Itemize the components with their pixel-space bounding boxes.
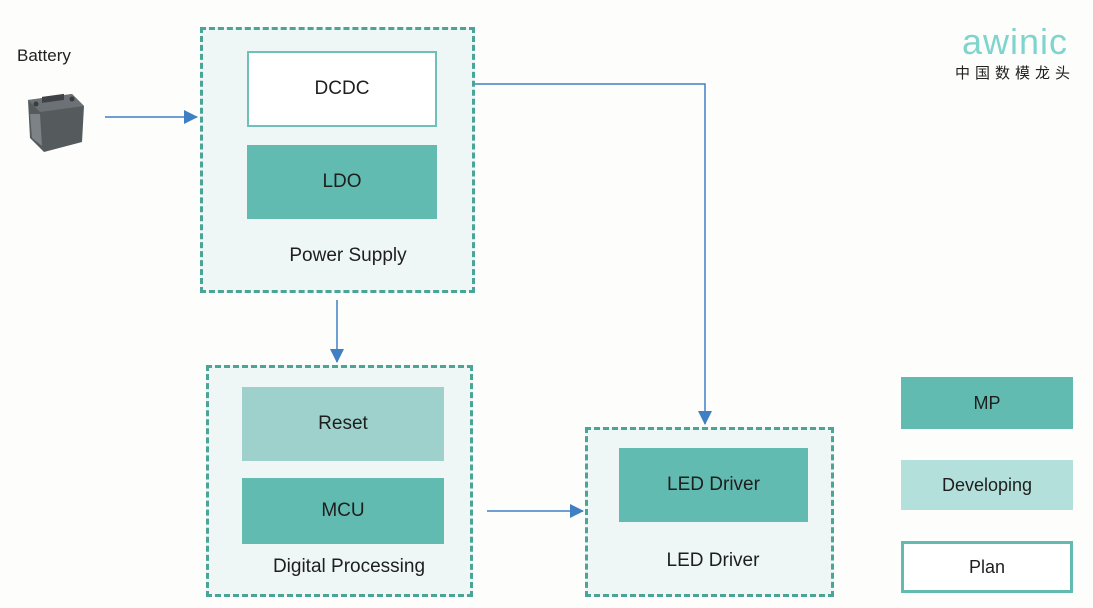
- logo-tagline: 中国数模龙头: [955, 65, 1076, 82]
- ldo-block[interactable]: LDO: [247, 145, 437, 219]
- legend-mp-label: MP: [973, 392, 1001, 413]
- reset-label: Reset: [318, 413, 368, 434]
- dcdc-label: DCDC: [314, 78, 370, 99]
- digital-processing-group: Reset MCU Digital Processing: [206, 365, 473, 597]
- power-supply-group: DCDC LDO Power Supply: [200, 27, 475, 293]
- legend-developing: Developing: [901, 460, 1073, 510]
- ldo-label: LDO: [322, 171, 362, 192]
- mcu-label: MCU: [321, 500, 365, 521]
- led-driver-group-label: LED Driver: [666, 550, 760, 571]
- legend-mp: MP: [901, 377, 1073, 429]
- led-driver-block[interactable]: LED Driver: [619, 448, 808, 522]
- legend-plan-label: Plan: [968, 556, 1006, 577]
- digital-processing-label: Digital Processing: [272, 556, 426, 577]
- reset-block[interactable]: Reset: [242, 387, 444, 461]
- battery-label: Battery: [17, 46, 71, 65]
- arrow-dcdc-to-led-driver: [474, 83, 712, 425]
- legend-plan: Plan: [901, 541, 1073, 593]
- power-supply-label: Power Supply: [289, 245, 407, 266]
- led-driver-block-label: LED Driver: [667, 474, 760, 495]
- awinic-logo: awinic 中国数模龙头: [955, 24, 1075, 83]
- led-driver-group: LED Driver LED Driver: [585, 427, 834, 597]
- car-battery-icon: [20, 86, 90, 161]
- legend-developing-label: Developing: [941, 474, 1033, 495]
- dcdc-block[interactable]: DCDC: [247, 51, 437, 127]
- mcu-block[interactable]: MCU: [242, 478, 444, 544]
- logo-brand: awinic: [961, 21, 1069, 62]
